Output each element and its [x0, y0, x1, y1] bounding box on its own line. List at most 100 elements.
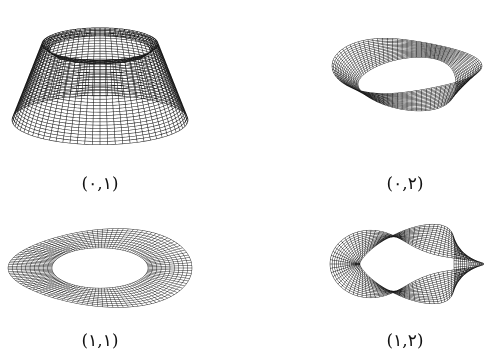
mesh-radial-line	[55, 33, 62, 42]
mesh-radial-line	[114, 287, 129, 308]
mesh-radial-line	[138, 241, 175, 257]
mesh-radial-line	[126, 284, 153, 304]
mesh-radial-line	[147, 262, 192, 266]
mesh-radial-line	[143, 51, 151, 58]
mesh-radial-line	[104, 60, 108, 145]
mesh-radial-line	[147, 34, 173, 106]
mesh-radial-line	[146, 273, 189, 282]
mesh-radial-line	[339, 80, 361, 90]
mesh-radial-line	[362, 40, 371, 70]
mesh-radial-line	[448, 80, 461, 103]
mesh-radial-line	[32, 245, 65, 255]
mesh-radial-line	[146, 254, 189, 263]
mesh-radial-line	[141, 245, 181, 259]
mesh-radial-line	[332, 62, 359, 84]
mesh-radial-line	[433, 86, 437, 110]
mesh-radial-line	[128, 30, 134, 39]
mesh-radial-line	[144, 275, 185, 287]
mesh-radial-line	[375, 231, 385, 246]
mesh-radial-line	[112, 228, 124, 249]
mesh-radial-line	[97, 288, 99, 307]
mesh-radial-line	[455, 63, 482, 83]
mesh-ring-line	[51, 247, 149, 289]
mesh-radial-line	[339, 51, 361, 79]
mesh-ring-line	[38, 241, 162, 295]
mesh-radial-line	[149, 43, 159, 51]
mesh-radial-line	[349, 86, 364, 94]
mesh-radial-line	[84, 28, 88, 37]
mesh-radial-line	[366, 230, 372, 254]
mesh-radial-line	[28, 247, 63, 256]
mesh-radial-line	[32, 281, 65, 291]
mesh-radial-line	[8, 266, 53, 268]
mesh-radial-line	[393, 234, 399, 239]
mesh-radial-line	[387, 93, 389, 107]
mesh-radial-line	[429, 274, 439, 304]
mesh-radial-line	[147, 270, 192, 274]
mesh-radial-line	[61, 286, 81, 301]
mesh-radial-line	[19, 37, 48, 110]
mesh-radial-line	[76, 59, 86, 144]
mesh-radial-line	[17, 253, 57, 260]
mesh-radial-line	[138, 54, 145, 60]
mesh-radial-line	[364, 230, 367, 257]
mesh-radial-line	[425, 42, 427, 58]
mesh-radial-line	[330, 259, 361, 265]
mesh-radial-line	[429, 43, 432, 59]
mesh-radial-line	[379, 233, 388, 244]
mesh-radial-line	[14, 39, 45, 114]
mesh-radial-line	[408, 228, 410, 244]
mesh-radial-line	[84, 59, 91, 145]
mesh-radial-line	[451, 77, 469, 100]
mesh-radial-line	[454, 253, 482, 263]
mesh-radial-line	[76, 287, 88, 304]
mesh-radial-line	[55, 58, 72, 142]
mesh-radial-line	[9, 262, 53, 265]
mesh-radial-line	[140, 34, 148, 43]
mesh-radial-line	[71, 233, 86, 249]
mesh-radial-line	[108, 59, 111, 64]
mesh-radial-line	[75, 29, 80, 38]
mesh-radial-line	[8, 268, 53, 270]
mesh-radial-line	[11, 273, 54, 277]
mesh-radial-line	[106, 287, 114, 308]
mesh-ring-line	[340, 236, 474, 292]
mesh-radial-line	[79, 28, 84, 37]
mesh-radial-line	[119, 286, 139, 307]
mesh-radial-line	[437, 45, 442, 60]
mesh-radial-line	[440, 84, 447, 108]
mesh-radial-line	[13, 274, 55, 279]
mesh-radial-line	[422, 277, 431, 304]
mesh-radial-line	[8, 264, 53, 266]
mesh-radial-line	[440, 46, 447, 61]
mesh-radial-line	[137, 239, 172, 256]
mesh-radial-line	[330, 263, 361, 269]
mesh-radial-line	[143, 35, 151, 44]
mesh-radial-line	[19, 50, 48, 131]
mesh-radial-line	[108, 27, 111, 37]
mesh-radial-line	[447, 270, 450, 299]
mesh-radial-line	[56, 285, 78, 300]
mesh-radial-line	[66, 30, 72, 39]
mesh-radial-line	[124, 57, 130, 63]
panel-1-2-wireframe-surface	[329, 223, 484, 305]
mesh-radial-line	[361, 269, 364, 298]
mesh-radial-line	[49, 35, 57, 44]
mesh-ring-line	[34, 240, 166, 296]
mesh-radial-line	[453, 268, 462, 293]
mesh-radial-line	[451, 53, 469, 70]
mesh-radial-line	[66, 286, 83, 302]
mesh-radial-line	[379, 284, 388, 295]
mesh-radial-line	[156, 46, 187, 125]
mesh-radial-line	[22, 250, 60, 258]
mesh-radial-line	[119, 229, 139, 250]
mesh-radial-line	[70, 29, 76, 39]
mesh-ring-line	[42, 243, 158, 293]
mesh-radial-line	[388, 236, 396, 238]
mesh-radial-line	[445, 49, 456, 64]
mesh-radial-line	[363, 91, 371, 99]
mesh-radial-line	[133, 236, 165, 254]
mesh-radial-line	[143, 276, 183, 289]
mesh-ring-line	[357, 225, 457, 303]
mesh-radial-line	[137, 31, 157, 102]
